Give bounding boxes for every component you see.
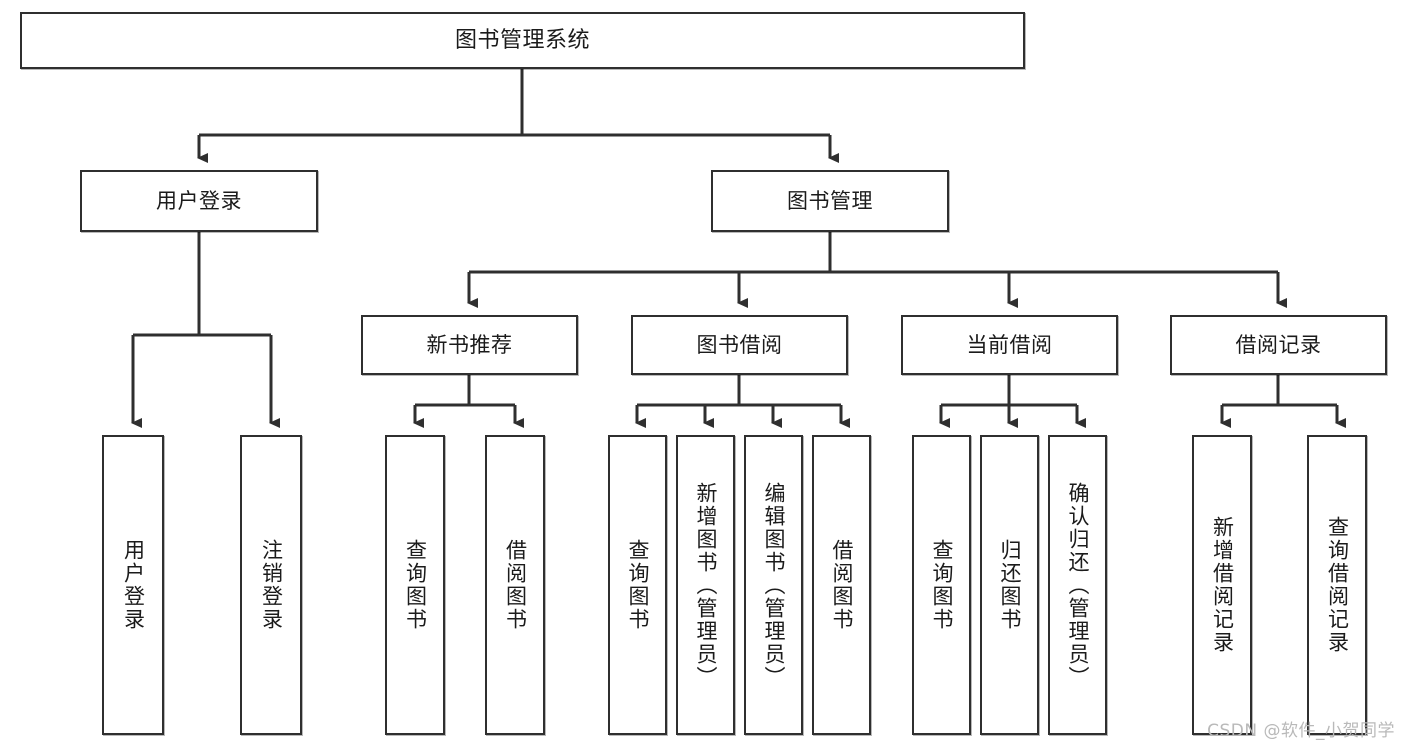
node-leaf-add-book[interactable]: 新增图书（管理员） bbox=[676, 435, 735, 735]
node-leaf-add-book-label: 新增图书（管理员） bbox=[694, 481, 718, 689]
node-leaf-query-books-1-label: 查询图书 bbox=[403, 539, 428, 631]
node-book-borrow[interactable]: 图书借阅 bbox=[631, 315, 848, 375]
node-leaf-borrow-books-2[interactable]: 借阅图书 bbox=[812, 435, 871, 735]
node-leaf-query-borrow-record-label: 查询借阅记录 bbox=[1325, 516, 1350, 654]
node-leaf-return-book-label: 归还图书 bbox=[998, 539, 1022, 631]
node-borrow-record-label: 借阅记录 bbox=[1235, 332, 1322, 357]
node-leaf-user-login-label: 用户登录 bbox=[121, 539, 146, 631]
node-book-manage[interactable]: 图书管理 bbox=[711, 170, 949, 232]
node-user-login[interactable]: 用户登录 bbox=[80, 170, 318, 232]
node-new-book-rec[interactable]: 新书推荐 bbox=[361, 315, 578, 375]
node-user-login-label: 用户登录 bbox=[156, 188, 242, 213]
node-book-borrow-label: 图书借阅 bbox=[696, 332, 783, 357]
node-leaf-user-login[interactable]: 用户登录 bbox=[102, 435, 164, 735]
node-leaf-query-books-3[interactable]: 查询图书 bbox=[912, 435, 971, 735]
node-leaf-query-books-2-label: 查询图书 bbox=[626, 539, 650, 631]
node-leaf-borrow-books-2-label: 借阅图书 bbox=[830, 539, 854, 631]
node-leaf-return-book[interactable]: 归还图书 bbox=[980, 435, 1039, 735]
node-leaf-confirm-return-label: 确认归还（管理员） bbox=[1066, 481, 1090, 689]
node-leaf-query-books-1[interactable]: 查询图书 bbox=[385, 435, 445, 735]
node-leaf-edit-book-label: 编辑图书（管理员） bbox=[762, 481, 786, 689]
node-leaf-query-books-3-label: 查询图书 bbox=[930, 539, 954, 631]
node-leaf-logout-label: 注销登录 bbox=[259, 539, 284, 631]
node-leaf-query-borrow-record[interactable]: 查询借阅记录 bbox=[1307, 435, 1367, 735]
node-leaf-borrow-books-1[interactable]: 借阅图书 bbox=[485, 435, 545, 735]
node-leaf-confirm-return[interactable]: 确认归还（管理员） bbox=[1048, 435, 1107, 735]
node-current-borrow[interactable]: 当前借阅 bbox=[901, 315, 1118, 375]
node-leaf-query-books-2[interactable]: 查询图书 bbox=[608, 435, 667, 735]
node-leaf-logout[interactable]: 注销登录 bbox=[240, 435, 302, 735]
node-root[interactable]: 图书管理系统 bbox=[20, 12, 1025, 69]
node-current-borrow-label: 当前借阅 bbox=[966, 332, 1053, 357]
node-leaf-edit-book[interactable]: 编辑图书（管理员） bbox=[744, 435, 803, 735]
node-borrow-record[interactable]: 借阅记录 bbox=[1170, 315, 1387, 375]
node-root-label: 图书管理系统 bbox=[454, 27, 590, 53]
node-leaf-add-borrow-record[interactable]: 新增借阅记录 bbox=[1192, 435, 1252, 735]
node-leaf-borrow-books-1-label: 借阅图书 bbox=[503, 539, 528, 631]
node-leaf-add-borrow-record-label: 新增借阅记录 bbox=[1210, 516, 1235, 654]
node-new-book-rec-label: 新书推荐 bbox=[426, 332, 513, 357]
csdn-watermark: CSDN @软件_小贺同学 bbox=[1207, 721, 1395, 741]
node-book-manage-label: 图书管理 bbox=[787, 188, 873, 213]
